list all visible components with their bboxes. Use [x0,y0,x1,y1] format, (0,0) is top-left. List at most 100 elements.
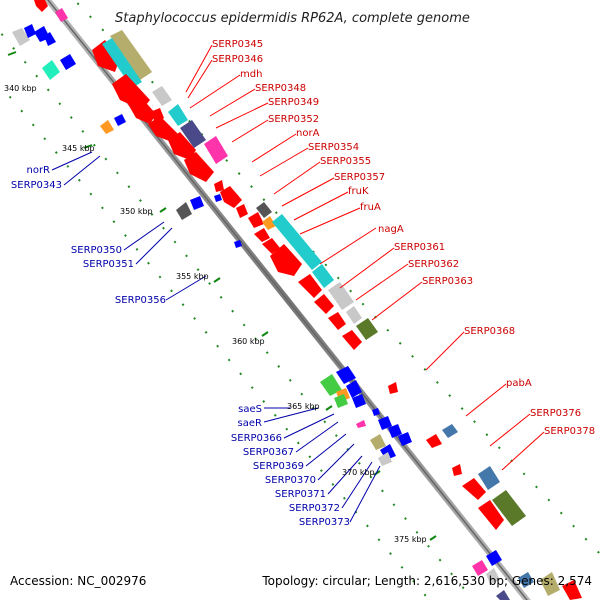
scale-label: 360 kbp [232,337,265,346]
gene-label: SERP0350 [71,245,122,256]
gene-arrow [60,54,76,70]
gene-arrow [34,0,48,12]
gene-arrow [398,432,412,446]
gene-arrow [234,240,242,248]
gene-block [102,38,142,88]
gene-block [312,264,334,288]
scale-label: 365 kbp [287,402,320,411]
gene-block [180,120,206,148]
gene-arrow [220,186,242,208]
gene-label: SERP0371 [275,489,326,500]
scale-label: 355 kbp [176,272,209,281]
forward-leader-lines [185,44,545,471]
gene-label: SERP0366 [231,433,282,444]
gene-block [562,580,582,600]
gene-label: fruA [360,202,381,213]
scale-labels: 340 kbp 345 kbp 350 kbp 355 kbp 360 kbp … [4,84,427,544]
gene-label: fruK [348,186,369,197]
gene-label: SERP0368 [464,326,515,337]
reverse-leader-lines [51,151,381,523]
gene-arrow [452,464,462,476]
gene-label: SERP0349 [268,97,319,108]
gene-block [486,568,500,584]
gene-label: SERP0367 [243,447,294,458]
gene-block [204,136,228,164]
scale-label: 350 kbp [120,207,153,216]
gene-arrow [378,416,392,430]
forward-gene-labels: SERP0345 SERP0346 mdh SERP0348 SERP0349 … [212,39,595,437]
gene-block [100,120,114,134]
forward-strand-features [34,0,582,600]
gene-block [492,490,526,526]
gene-arrow [214,180,224,192]
gene-arrow [372,408,380,416]
gene-block [486,550,502,566]
gene-label: SERP0373 [299,517,350,528]
gene-arrow [314,294,334,314]
gene-arrow [336,366,356,384]
gene-label: SERP0343 [11,180,62,191]
gene-arrow [248,212,264,228]
gene-block [110,30,152,80]
gene-block [328,282,354,310]
gene-arrow [92,40,120,72]
gene-block [320,374,342,396]
gene-label: SERP0370 [265,475,316,486]
gene-label: SERP0354 [308,142,359,153]
gene-block [256,202,272,218]
gene-arrow [270,244,302,276]
gene-block [442,424,458,438]
scale-label: 370 kbp [342,468,375,477]
gene-label: SERP0362 [408,259,459,270]
gene-block [346,306,362,324]
gene-block [378,452,392,466]
gene-arrow [114,114,126,126]
gene-block [472,560,488,576]
gene-arrow [328,312,346,330]
gene-block [12,28,30,46]
gene-arrow [426,434,442,448]
scale-label: 345 kbp [62,144,95,153]
gene-block [356,420,366,428]
gene-block [176,202,192,220]
gene-arrow [168,132,196,160]
gene-label: SERP0363 [422,276,473,287]
gene-arrow [298,274,322,298]
gene-arrow [44,32,56,46]
gene-arrow [236,204,248,218]
gene-block [496,590,510,600]
gene-arrow [184,152,214,182]
accession-text: Accession: NC_002976 [10,574,146,588]
gene-block [356,318,378,340]
gene-block [272,214,322,270]
gene-arrow [388,424,402,438]
gene-arrow [254,228,270,242]
reverse-gene-labels: norR SERP0343 SERP0350 SERP0351 SERP0356… [11,165,350,528]
gene-block [152,86,172,106]
gene-label: SERP0372 [289,503,340,514]
gene-block [540,572,560,596]
gene-label: norA [296,128,320,139]
gene-block [370,434,386,450]
gene-label: saeR [238,418,262,429]
scale-label: 375 kbp [394,535,427,544]
gene-label: SERP0352 [268,114,319,125]
gene-arrow [462,478,486,500]
topology-text: Topology: circular; Length: 2,616,530 bp… [261,574,592,588]
map-title: Staphylococcus epidermidis RP62A, comple… [115,11,470,26]
gene-label: SERP0356 [115,295,166,306]
gene-label: norR [26,165,50,176]
gene-arrow [148,116,178,142]
gene-label: SERP0369 [253,461,304,472]
gene-label: SERP0378 [544,426,595,437]
gene-label: SERP0351 [83,259,134,270]
reverse-strand-features [12,24,412,466]
gene-label: saeS [238,404,262,415]
gene-block [262,216,276,230]
gene-label: SERP0376 [530,408,581,419]
gene-block [42,60,60,80]
gene-label: pabA [506,378,532,389]
gene-arrow [388,382,398,394]
gene-block [518,572,534,588]
